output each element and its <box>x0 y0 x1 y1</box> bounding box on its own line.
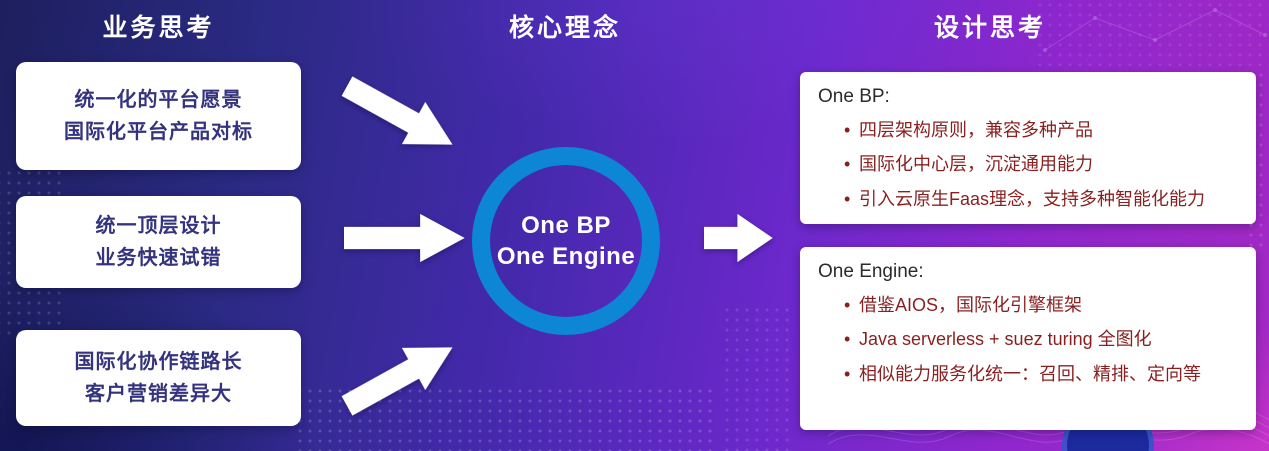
business-box-2-line-2: 业务快速试错 <box>95 246 222 269</box>
bullet-item: Java serverless + suez turing 全图化 <box>844 327 1238 352</box>
dots-pattern-middle <box>722 305 794 451</box>
bullet-item: 相似能力服务化统一：召回、精排、定向等 <box>844 362 1238 387</box>
bullet-item: 借鉴AIOS，国际化引擎框架 <box>844 293 1238 318</box>
business-box-3-line-2: 客户营销差异大 <box>85 382 232 405</box>
design-box-one-bp-title: One BP: <box>818 86 890 107</box>
business-box-collaboration: 国际化协作链路长 客户营销差异大 <box>16 330 301 426</box>
business-box-platform-vision: 统一化的平台愿景 国际化平台产品对标 <box>16 62 301 170</box>
dots-pattern-top-right <box>1035 0 1269 66</box>
core-ring-icon: One BP One Engine <box>472 147 660 335</box>
column-header-core-concept: 核心理念 <box>508 14 621 42</box>
flow-arrow-icon-bottom <box>334 325 465 429</box>
column-header-design: 设计思考 <box>933 14 1046 42</box>
business-box-1-line-1: 统一化的平台愿景 <box>74 88 243 111</box>
design-box-one-engine-title: One Engine: <box>818 261 924 282</box>
design-box-one-engine-bullet-list: 借鉴AIOS，国际化引擎框架 Java serverless + suez tu… <box>818 293 1238 386</box>
design-box-one-bp: One BP: 四层架构原则，兼容多种产品 国际化中心层，沉淀通用能力 引入云原… <box>800 72 1256 224</box>
column-header-business: 业务思考 <box>102 14 215 42</box>
constellation-decoration <box>1043 8 1267 52</box>
core-concept-line-2: One Engine <box>496 243 636 270</box>
core-concept-line-1: One BP <box>521 211 611 239</box>
bullet-item: 国际化中心层，沉淀通用能力 <box>844 152 1238 177</box>
flow-arrow-icon-to-design <box>704 212 773 264</box>
core-concept-label: One BP One Engine <box>497 210 635 272</box>
business-box-top-design: 统一顶层设计 业务快速试错 <box>16 196 301 288</box>
bullet-item: 引入云原生Faas理念，支持多种智能化能力 <box>844 187 1238 212</box>
flow-arrow-icon-top <box>334 63 465 167</box>
business-box-1-line-2: 国际化平台产品对标 <box>64 120 253 143</box>
bullet-item: 四层架构原则，兼容多种产品 <box>844 118 1238 143</box>
business-box-3-line-1: 国际化协作链路长 <box>74 350 243 373</box>
design-box-one-bp-bullet-list: 四层架构原则，兼容多种产品 国际化中心层，沉淀通用能力 引入云原生Faas理念，… <box>818 118 1238 211</box>
design-box-one-engine: One Engine: 借鉴AIOS，国际化引擎框架 Java serverle… <box>800 247 1256 430</box>
flow-arrow-icon-middle <box>344 212 465 264</box>
business-box-2-line-1: 统一顶层设计 <box>95 214 222 237</box>
